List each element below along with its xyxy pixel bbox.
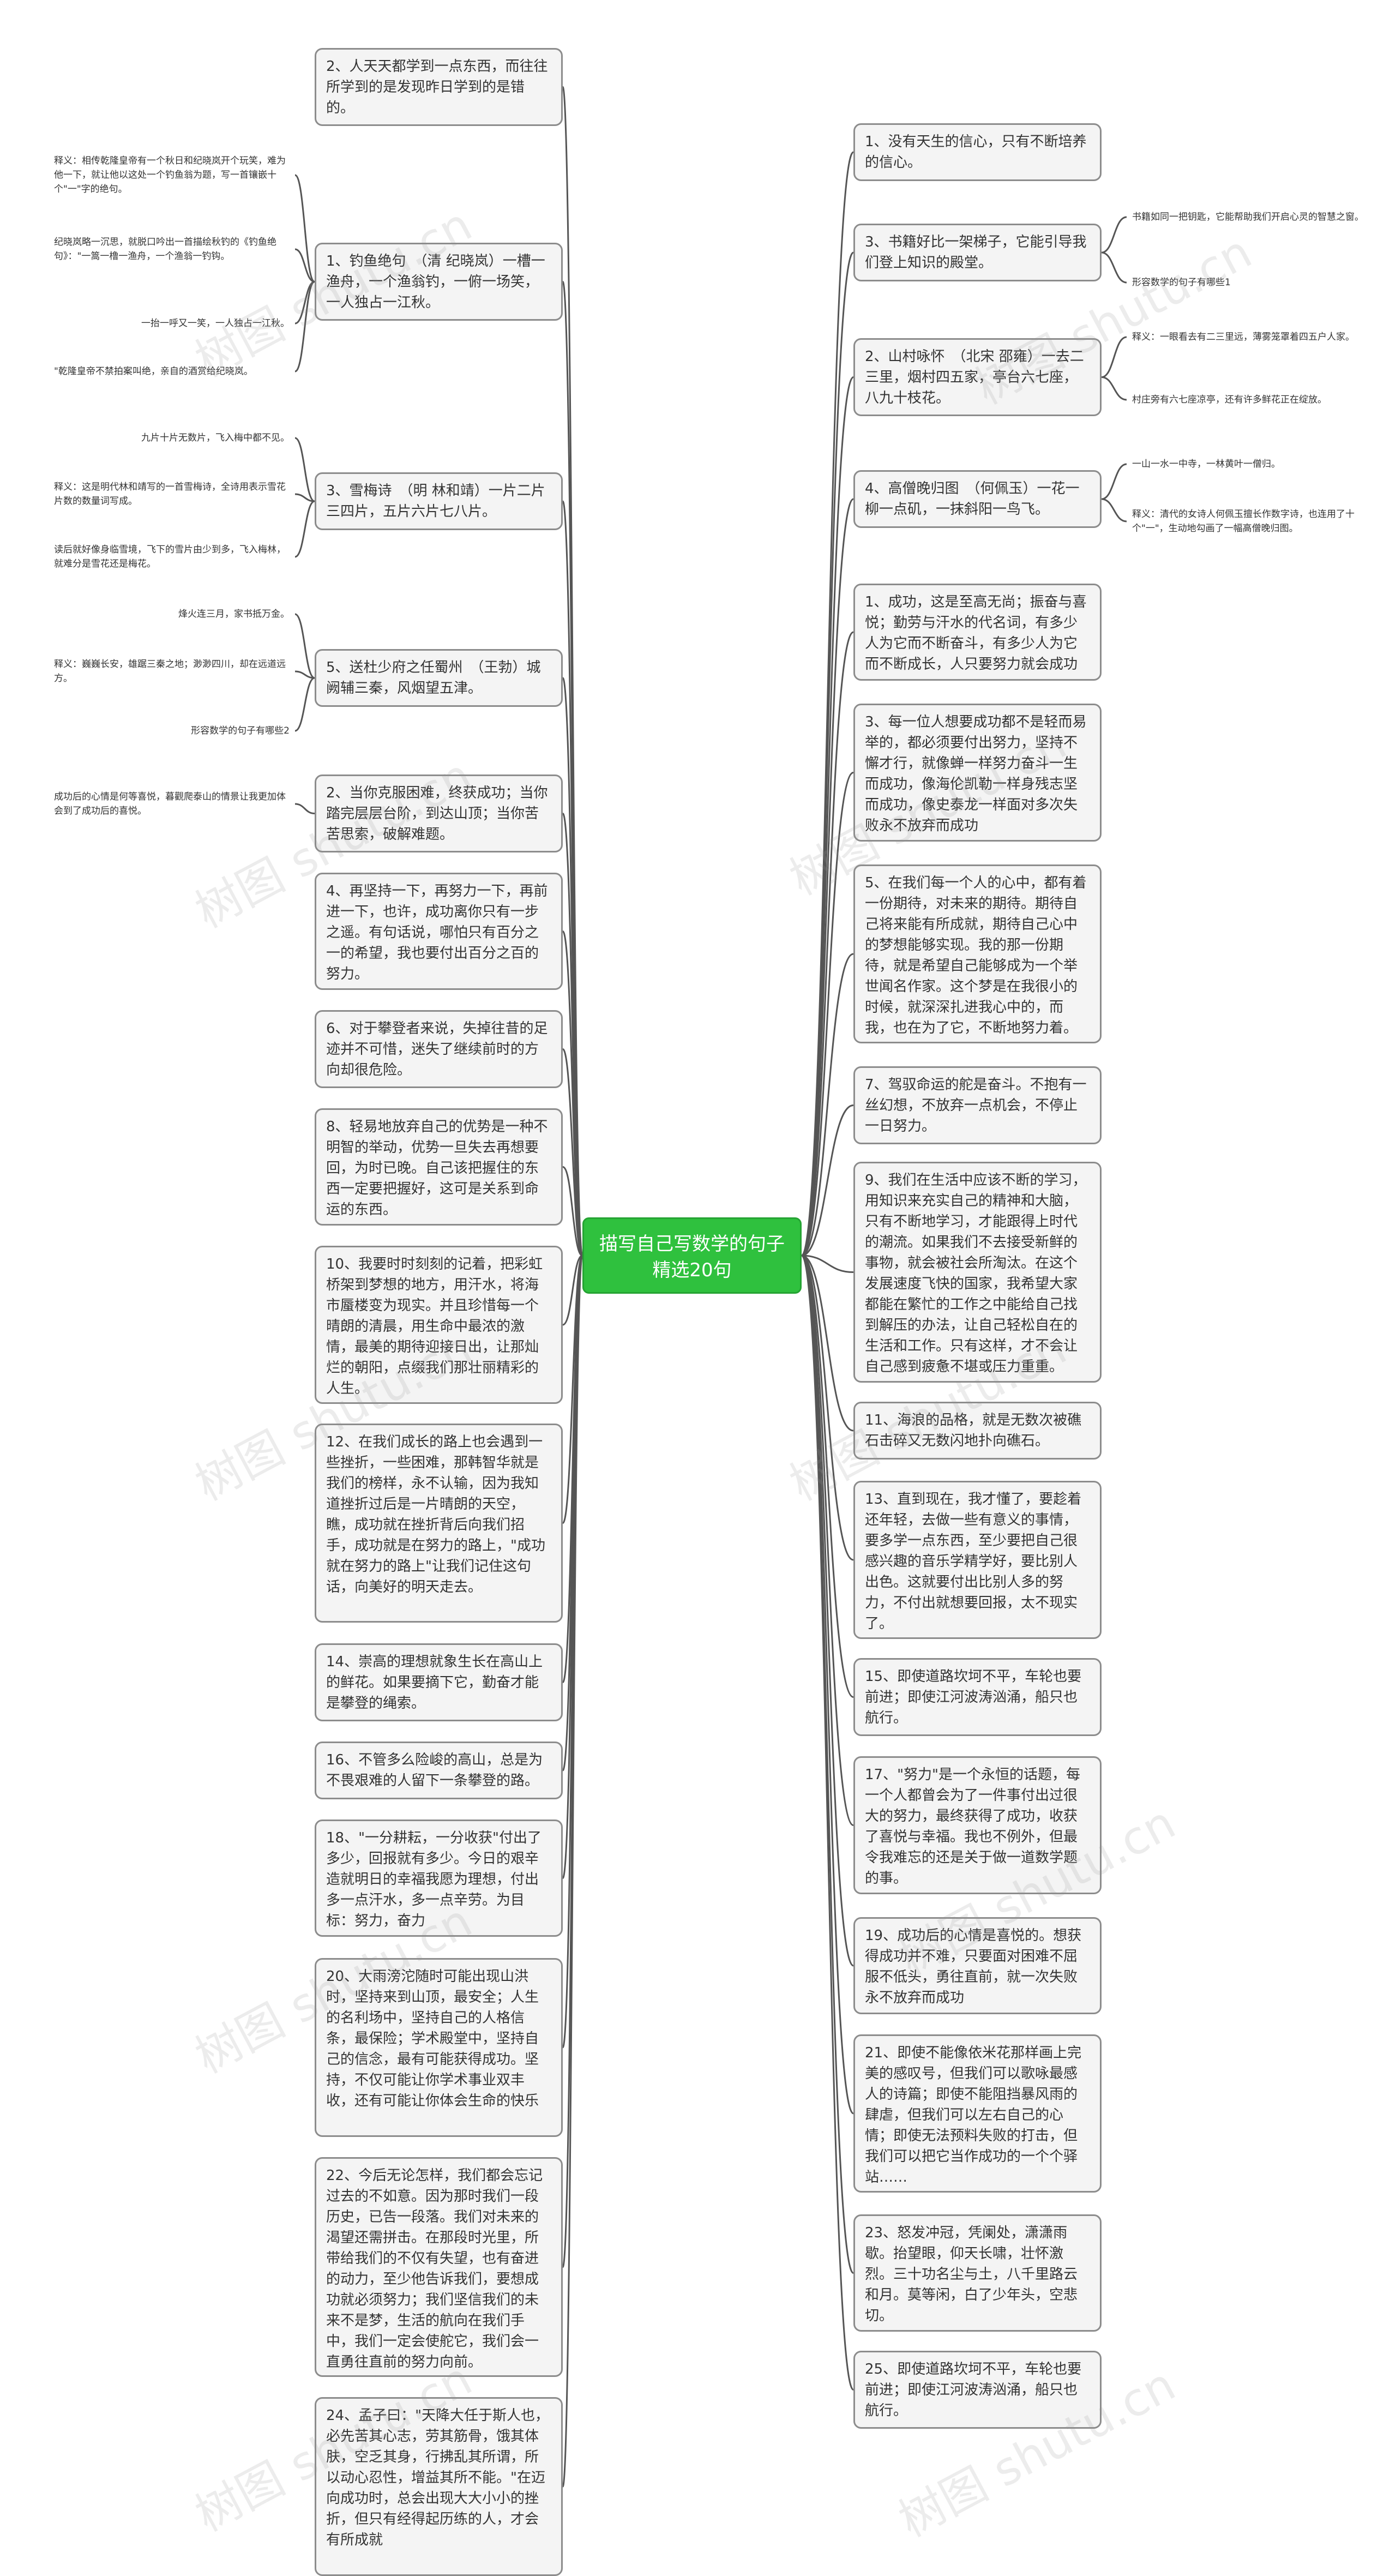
center-to-left-branch-link bbox=[562, 1254, 583, 2488]
right-leaf-note: 一山一水一中寺，一林黄叶一僧归。 bbox=[1132, 459, 1280, 470]
left-leaf-note: "乾隆皇帝不禁拍案叫绝，亲自的酒赏给纪晓岚。 bbox=[54, 366, 253, 377]
right-branch-node[interactable]: 19、成功后的心情是喜悦的。想获得成功并不难，只要面对困难不屈服不低头，勇往直前… bbox=[853, 1917, 1102, 2014]
central-topic[interactable]: 描写自己写数学的句子精选20句 bbox=[582, 1217, 802, 1294]
branch-to-leaf-link bbox=[1101, 376, 1127, 401]
branch-to-leaf-link bbox=[294, 493, 315, 502]
right-branch-node[interactable]: 5、在我们每一个人的心中，都有着一份期待，对未来的期待。期待自己将来能有所成就，… bbox=[853, 864, 1102, 1043]
branch-to-leaf-link bbox=[1101, 251, 1127, 284]
center-to-right-branch-link bbox=[801, 498, 854, 1257]
branch-to-leaf-link bbox=[1101, 216, 1127, 254]
left-branch-node[interactable]: 1、钓鱼绝句 （清 纪晓岚）一槽一渔舟，一个渔翁钓，一俯一场笑，一人独占一江秋。 bbox=[315, 243, 563, 321]
left-leaf-note: 释义：相传乾隆皇帝有一个秋日和纪晓岚开个玩笑，难为他一下，就让他以这处一个钓鱼翁… bbox=[54, 155, 286, 195]
center-to-right-branch-link bbox=[801, 772, 854, 1257]
left-leaf-note: 读后就好像身临雪境，飞下的雪片由少到多，飞入梅林，就难分是雪花还是梅花。 bbox=[54, 544, 286, 569]
left-leaf-note: 成功后的心情是何等喜悦，暮觀爬泰山的情景让我更加体会到了成功后的喜悦。 bbox=[54, 791, 286, 816]
right-branch-node[interactable]: 11、海浪的品格，就是无数次被礁石击碎又无数闪地扑向礁石。 bbox=[853, 1402, 1102, 1460]
branch-to-leaf-link bbox=[1101, 336, 1127, 378]
left-leaf-note: 形容数学的句子有哪些2 bbox=[191, 725, 290, 736]
branch-to-leaf-link bbox=[294, 613, 315, 679]
right-branch-node[interactable]: 15、即使道路坎坷不平，车轮也要前进；即使江河波涛汹涌，船只也航行。 bbox=[853, 1658, 1102, 1736]
right-branch-node[interactable]: 9、我们在生活中应该不断的学习，用知识来充实自己的精神和大脑，只有不断地学习，才… bbox=[853, 1162, 1102, 1383]
branch-to-leaf-link bbox=[294, 670, 315, 679]
center-to-right-branch-link bbox=[801, 1104, 854, 1257]
center-to-right-branch-link bbox=[801, 376, 855, 1257]
right-branch-node[interactable]: 13、直到现在，我才懂了，要趁着还年轻，去做一些有意义的事情，要多学一点东西，至… bbox=[853, 1481, 1102, 1639]
center-to-right-branch-link bbox=[801, 1254, 854, 1826]
center-to-right-branch-link bbox=[801, 1254, 854, 1432]
left-leaf-note: 释义：这是明代林和靖写的一首雪梅诗，全诗用表示雪花片数的数量词写成。 bbox=[54, 482, 286, 507]
branch-to-leaf-link bbox=[1101, 463, 1127, 500]
right-leaf-note: 释义：清代的女诗人何佩玉擅长作数字诗，也连用了十个"一"，生动地勾画了一幅高僧晚… bbox=[1132, 509, 1355, 534]
branch-to-leaf-link bbox=[294, 500, 315, 558]
branch-to-leaf-link bbox=[294, 248, 315, 283]
center-to-right-branch-link bbox=[801, 631, 854, 1257]
center-to-left-branch-link bbox=[562, 1254, 583, 1326]
right-leaf-note: 释义：一眼看去有二三里远，薄雾笼罩着四五户人家。 bbox=[1132, 332, 1355, 343]
center-to-right-branch-link bbox=[801, 1254, 854, 1273]
right-branch-node[interactable]: 21、即使不能像依米花那样画上完美的感叹号，但我们可以歌咏最感人的诗篇；即使不能… bbox=[853, 2034, 1102, 2193]
right-leaf-note: 村庄旁有六七座凉亭，还有许多鲜花正在绽放。 bbox=[1132, 394, 1327, 405]
left-leaf-note: 纪晓岚略一沉思，就脱口吟出一首描绘秋钓的《钓鱼绝句》："一篙一橹一渔舟，一个渔翁… bbox=[54, 237, 276, 262]
left-branch-node[interactable]: 24、孟子曰："天降大任于斯人也，必先苦其心志，劳其筋骨，饿其体肤，空乏其身，行… bbox=[315, 2397, 563, 2576]
left-branch-node[interactable]: 6、对于攀登者来说，失掉往昔的足迹并不可惜，迷失了继续前时的方向却很危险。 bbox=[315, 1010, 563, 1088]
right-branch-node[interactable]: 3、每一位人想要成功都不是轻而易举的，都必须要付出努力，坚持不懈才行，就像蝉一样… bbox=[853, 704, 1102, 842]
center-to-left-branch-link bbox=[562, 1048, 583, 1257]
left-branch-node[interactable]: 3、雪梅诗 （明 林和靖）一片二片三四片，五片六片七八片。 bbox=[315, 472, 563, 530]
branch-to-leaf-link bbox=[294, 281, 315, 325]
branch-to-leaf-link bbox=[1101, 498, 1127, 523]
left-branch-node[interactable]: 12、在我们成长的路上也会遇到一些挫折，一些困难，那韩智华就是我们的榜样，永不认… bbox=[315, 1424, 563, 1623]
branch-to-leaf-link bbox=[294, 677, 315, 732]
center-to-right-branch-link bbox=[801, 953, 854, 1257]
right-leaf-note: 形容数学的句子有哪些1 bbox=[1132, 277, 1231, 288]
left-leaf-note: 一抬一呼又一笑，一人独占一江秋。 bbox=[141, 318, 290, 329]
left-branch-node[interactable]: 14、崇高的理想就象生长在高山上的鲜花。如果要摘下它，勤奋才能是攀登的绳索。 bbox=[315, 1643, 563, 1721]
center-to-right-branch-link bbox=[801, 1254, 854, 1698]
left-branch-node[interactable]: 20、大雨滂沱随时可能出现山洪时，坚持来到山顶，最安全；人生的名利场中，坚持自己… bbox=[315, 1958, 563, 2137]
left-branch-node[interactable]: 16、不管多么险峻的高山，总是为不畏艰难的人留下一条攀登的路。 bbox=[315, 1742, 563, 1799]
center-to-left-branch-link bbox=[562, 930, 583, 1257]
center-to-right-branch-link bbox=[801, 1254, 854, 1967]
right-branch-node[interactable]: 4、高僧晚归图 （何佩玉）一花一柳一点矶，一抹斜阳一鸟飞。 bbox=[853, 470, 1102, 528]
right-branch-node[interactable]: 7、驾驭命运的舵是奋斗。不抱有一丝幻想，不放弃一点机会，不停止一日努力。 bbox=[853, 1066, 1102, 1144]
right-branch-node[interactable]: 23、怒发冲冠，凭阑处，潇潇雨歇。抬望眼，仰天长啸，壮怀激烈。三十功名尘与土，八… bbox=[853, 2214, 1102, 2332]
left-branch-node[interactable]: 18、"一分耕耘，一分收获"付出了多少，回报就有多少。今日的艰辛造就明日的幸福我… bbox=[315, 1820, 563, 1937]
right-branch-node[interactable]: 3、书籍好比一架梯子，它能引导我们登上知识的殿堂。 bbox=[853, 224, 1102, 281]
left-branch-node[interactable]: 2、人天天都学到一点东西，而往往所学到的是发现昨日学到的是错的。 bbox=[315, 48, 563, 126]
right-branch-node[interactable]: 2、山村咏怀 （北宋 邵雍）一去二三里，烟村四五家，亭台六七座，八九十枝花。 bbox=[853, 338, 1102, 416]
left-leaf-note: 烽火连三月，家书抵万金。 bbox=[178, 609, 290, 620]
right-branch-node[interactable]: 17、"努力"是一个永恒的话题，每一个人都曾会为了一件事付出过很大的努力，最终获… bbox=[853, 1756, 1102, 1894]
left-branch-node[interactable]: 4、再坚持一下，再努力一下，再前进一下，也许，成功离你只有一步之遥。有句话说，哪… bbox=[315, 873, 563, 990]
right-branch-node[interactable]: 1、没有天生的信心，只有不断培养的信心。 bbox=[853, 123, 1102, 181]
left-leaf-note: 释义：巍巍长安，雄踞三秦之地；渺渺四川，却在远道远方。 bbox=[54, 659, 286, 684]
left-leaf-note: 九片十片无数片，飞入梅中都不见。 bbox=[141, 433, 290, 443]
center-to-right-branch-link bbox=[801, 151, 855, 1257]
center-to-right-branch-link bbox=[801, 1254, 855, 2391]
center-to-right-branch-link bbox=[801, 1254, 854, 1561]
left-branch-node[interactable]: 5、送杜少府之任蜀州 （王勃）城阙辅三秦，风烟望五津。 bbox=[315, 649, 563, 707]
right-leaf-note: 书籍如同一把钥匙，它能帮助我们开启心灵的智慧之窗。 bbox=[1132, 212, 1364, 223]
branch-to-leaf-link bbox=[294, 281, 315, 373]
branch-to-leaf-link bbox=[294, 174, 315, 283]
left-branch-node[interactable]: 8、轻易地放弃自己的优势是一种不明智的举动，优势一旦失去再想要回，为时已晚。自己… bbox=[315, 1108, 563, 1226]
branch-to-leaf-link bbox=[294, 437, 315, 502]
right-branch-node[interactable]: 1、成功，这是至高无尚；振奋与喜悦；勤劳与汗水的代名词，有多少人为它而不断奋斗，… bbox=[853, 584, 1102, 681]
branch-to-leaf-link bbox=[294, 803, 315, 814]
left-branch-node[interactable]: 2、当你克服困难，终获成功；当你踏完层层台阶，到达山顶；当你苦苦思索，破解难题。 bbox=[315, 774, 563, 852]
center-to-left-branch-link bbox=[562, 1166, 583, 1257]
left-branch-node[interactable]: 10、我要时时刻刻的记着，把彩虹桥架到梦想的地方，用汗水，将海市蜃楼变为现实。并… bbox=[315, 1246, 563, 1404]
right-branch-node[interactable]: 25、即使道路坎坷不平，车轮也要前进；即使江河波涛汹涌，船只也航行。 bbox=[853, 2351, 1102, 2429]
left-branch-node[interactable]: 22、今后无论怎样，我们都会忘记过去的不如意。因为那时我们一段历史，已告一段落。… bbox=[315, 2157, 563, 2377]
